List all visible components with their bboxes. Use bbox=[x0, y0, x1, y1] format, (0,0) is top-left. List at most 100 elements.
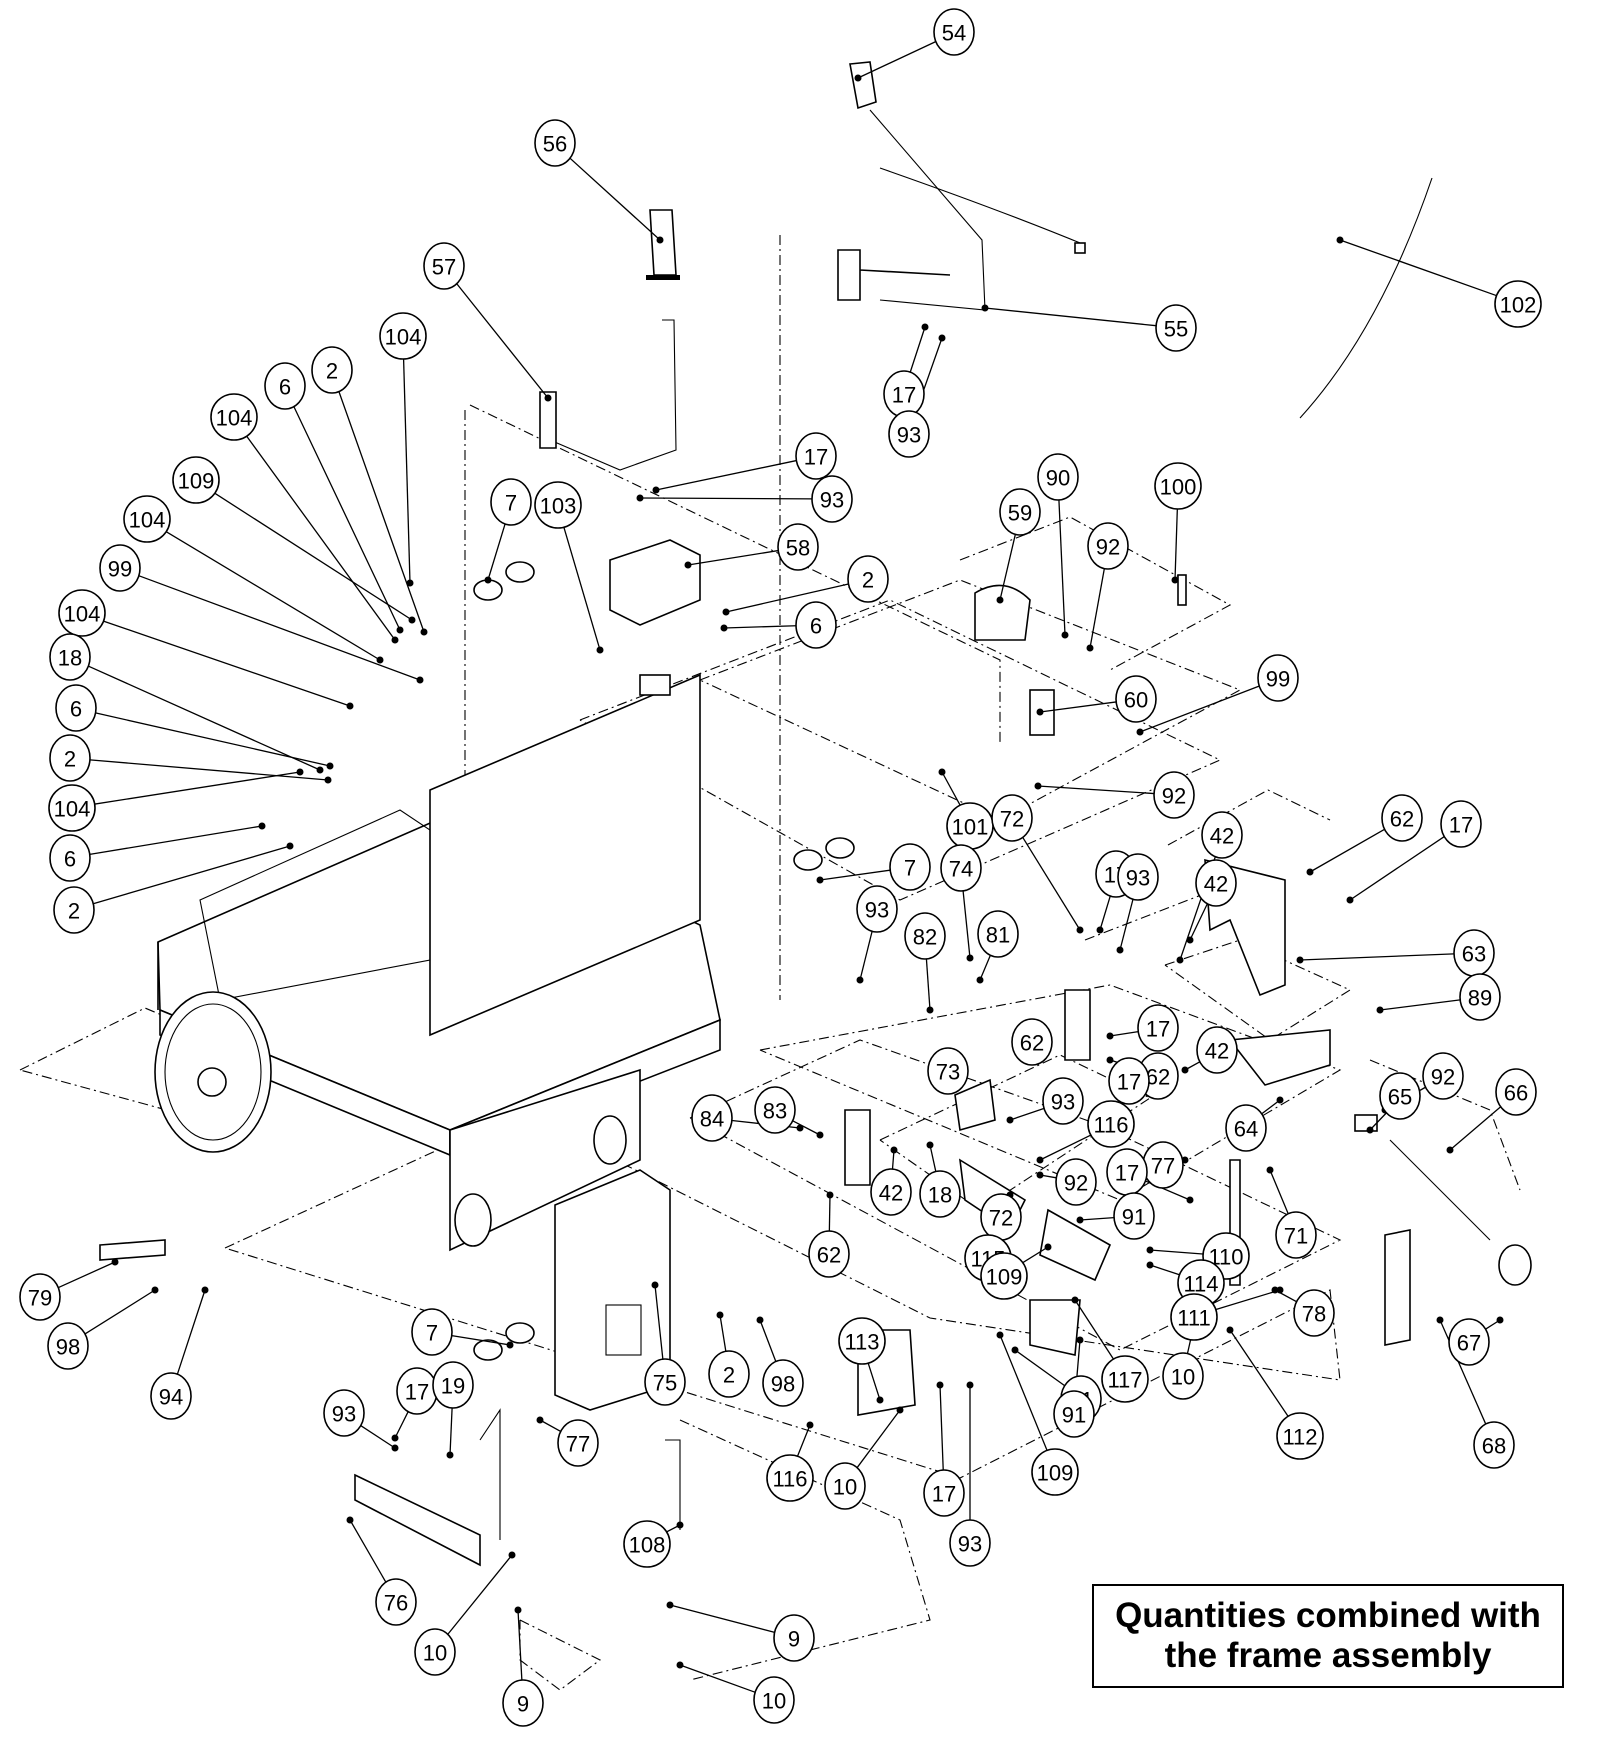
callout-circle bbox=[55, 684, 97, 732]
leader-line-6 bbox=[338, 390, 425, 633]
washer-7-2 bbox=[793, 849, 823, 871]
callout-42: 42 bbox=[1196, 1026, 1238, 1074]
callout-label: 17 bbox=[405, 1380, 429, 1405]
rear-wheel-hub bbox=[197, 1067, 227, 1097]
callout-circle bbox=[99, 544, 141, 592]
quantities-note: Quantities combined with the frame assem… bbox=[1092, 1584, 1564, 1688]
leader-line-14 bbox=[1174, 507, 1179, 581]
callout-2: 2 bbox=[49, 734, 91, 782]
callout-circle bbox=[1117, 853, 1159, 901]
leader-line-99 bbox=[796, 1424, 811, 1458]
callout-label: 109 bbox=[1037, 1461, 1074, 1486]
callout-104: 104 bbox=[123, 495, 171, 543]
callout-label: 77 bbox=[1151, 1154, 1175, 1179]
callout-circle bbox=[1494, 280, 1542, 328]
leader-line-92 bbox=[449, 1406, 453, 1456]
callout-92: 92 bbox=[1087, 522, 1129, 570]
callout-62: 62 bbox=[1381, 794, 1423, 842]
callout-label: 92 bbox=[1162, 784, 1186, 809]
callout-label: 72 bbox=[989, 1206, 1013, 1231]
callout-label: 99 bbox=[1266, 667, 1290, 692]
leader-line-79 bbox=[57, 1261, 116, 1289]
callout-label: 17 bbox=[1449, 813, 1473, 838]
callout-label: 2 bbox=[64, 747, 76, 772]
callout-label: 102 bbox=[1500, 293, 1537, 318]
callout-circle bbox=[923, 1469, 965, 1517]
assembly-outline-10 bbox=[1167, 789, 1331, 846]
callout-2: 2 bbox=[53, 886, 95, 934]
callout-10: 10 bbox=[1162, 1352, 1204, 1400]
control-box-label bbox=[605, 1304, 642, 1356]
bracket-114 bbox=[1039, 1208, 1112, 1282]
callout-label: 72 bbox=[1000, 807, 1024, 832]
callout-17: 17 bbox=[1106, 1148, 1148, 1196]
callout-label: 108 bbox=[629, 1533, 666, 1558]
callout-104: 104 bbox=[58, 589, 106, 637]
callout-label: 93 bbox=[1051, 1090, 1075, 1115]
callout-63: 63 bbox=[1453, 929, 1495, 977]
callout-label: 55 bbox=[1164, 317, 1188, 342]
callout-108: 108 bbox=[623, 1520, 671, 1568]
bracket-79 bbox=[99, 1239, 166, 1261]
callout-label: 104 bbox=[54, 797, 91, 822]
rear-wheel-rim bbox=[164, 1003, 262, 1141]
callout-label: 62 bbox=[1020, 1031, 1044, 1056]
leader-line-89 bbox=[759, 1319, 777, 1363]
callout-circle bbox=[811, 475, 853, 523]
leader-line-39 bbox=[819, 869, 891, 881]
callout-circle bbox=[977, 910, 1019, 958]
leader-line-28 bbox=[87, 665, 321, 771]
callout-label: 54 bbox=[942, 21, 966, 46]
leader-line-65 bbox=[891, 1149, 895, 1171]
callout-circle bbox=[1473, 1421, 1515, 1469]
callout-circle bbox=[210, 393, 258, 441]
knob-67 bbox=[1498, 1244, 1532, 1286]
callout-42: 42 bbox=[1195, 859, 1237, 907]
cable-connector bbox=[1074, 242, 1086, 254]
callout-label: 109 bbox=[986, 1265, 1023, 1290]
leader-line-12 bbox=[655, 459, 797, 491]
leader-line-62 bbox=[1261, 1099, 1281, 1115]
callout-circle bbox=[1162, 1352, 1204, 1400]
callout-circle bbox=[1108, 1057, 1150, 1105]
callout-label: 104 bbox=[385, 325, 422, 350]
callout-2: 2 bbox=[847, 555, 889, 603]
callout-103: 103 bbox=[534, 481, 582, 529]
callout-75: 75 bbox=[644, 1358, 686, 1406]
callout-111: 111 bbox=[1170, 1293, 1218, 1341]
callout-circle bbox=[691, 1094, 733, 1142]
callout-label: 7 bbox=[426, 1321, 438, 1346]
callout-circle bbox=[49, 633, 91, 681]
callout-circle bbox=[1379, 1072, 1421, 1120]
leader-line-1 bbox=[569, 157, 661, 241]
callout-9: 9 bbox=[502, 1679, 544, 1727]
leader-line-17 bbox=[639, 497, 813, 500]
callout-circle bbox=[753, 1676, 795, 1724]
leader-line-27 bbox=[1139, 685, 1260, 733]
callout-label: 113 bbox=[844, 1330, 879, 1355]
callout-label: 92 bbox=[1431, 1065, 1455, 1090]
leader-line-81 bbox=[451, 1334, 511, 1346]
assembly-outline-11 bbox=[959, 516, 1232, 671]
callout-102: 102 bbox=[1494, 280, 1542, 328]
callout-circle bbox=[1011, 1018, 1053, 1066]
callout-circle bbox=[795, 432, 837, 480]
leader-line-55 bbox=[1009, 1107, 1045, 1121]
callout-circle bbox=[411, 1308, 453, 1356]
callout-label: 62 bbox=[817, 1243, 841, 1268]
callout-label: 42 bbox=[1205, 1039, 1229, 1064]
leader-line-67 bbox=[1039, 1174, 1057, 1179]
callout-label: 93 bbox=[820, 488, 844, 513]
callout-circle bbox=[754, 1086, 796, 1134]
callout-circle bbox=[1225, 1104, 1267, 1152]
callout-circle bbox=[534, 481, 582, 529]
callout-circle bbox=[48, 784, 96, 832]
callout-93: 93 bbox=[888, 410, 930, 458]
leader-line-96 bbox=[1229, 1329, 1290, 1419]
callout-label: 93 bbox=[897, 423, 921, 448]
callout-104: 104 bbox=[210, 393, 258, 441]
leader-line-42 bbox=[92, 845, 291, 905]
callout-74: 74 bbox=[940, 844, 982, 892]
handle-grip-56 bbox=[649, 209, 677, 276]
leader-line-69 bbox=[1269, 1169, 1290, 1215]
